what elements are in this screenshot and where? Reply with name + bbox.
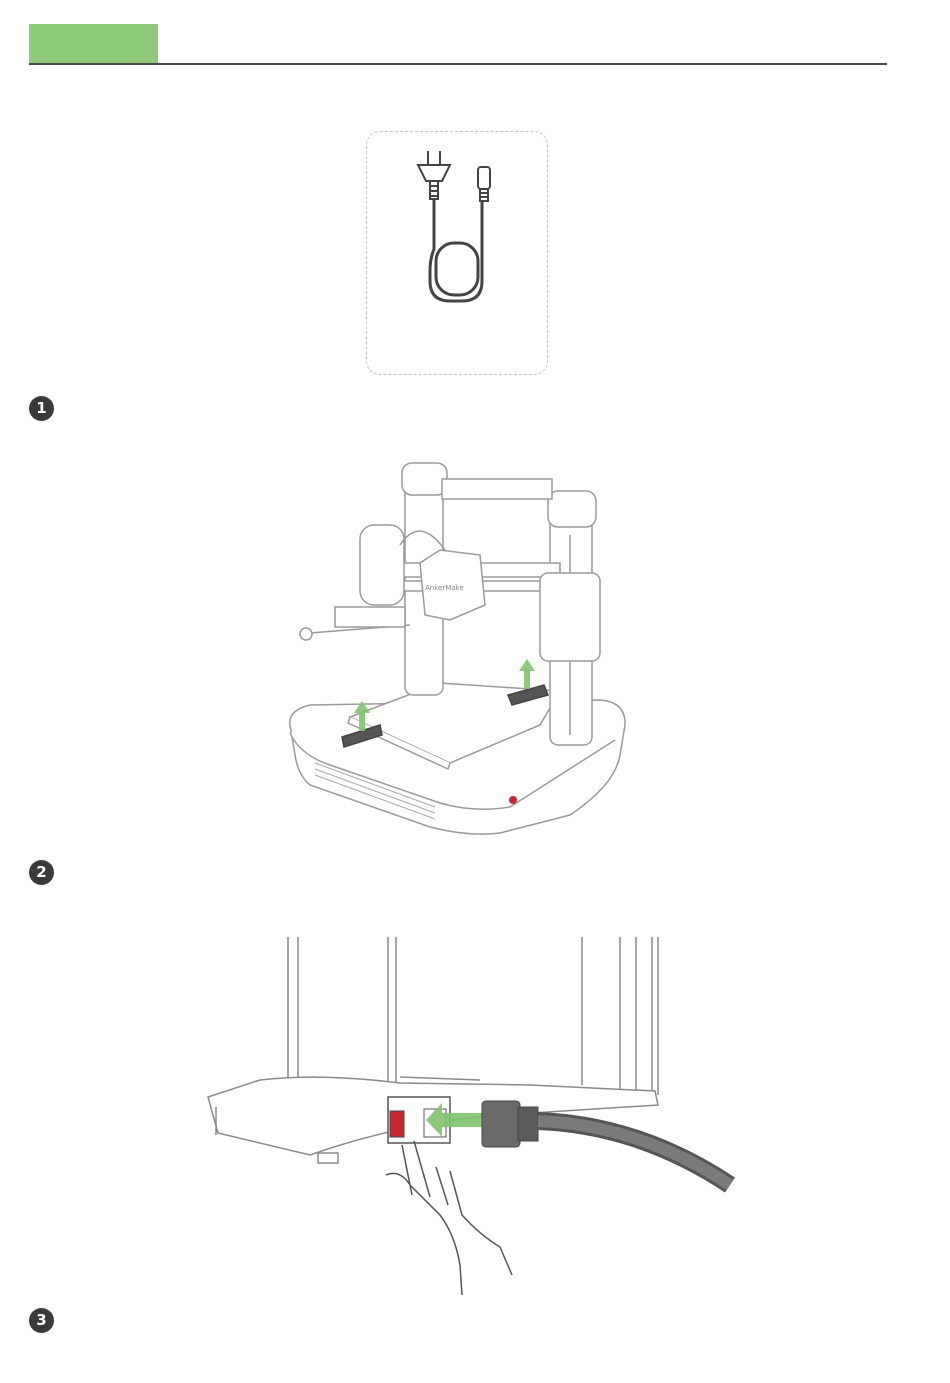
accessory-box [366,131,548,375]
header-accent-tab [29,24,158,64]
power-cord-icon [366,131,548,375]
printer-illustration: AnkerMake [270,455,650,840]
step-1-badge: 1 [29,396,54,421]
header-rule [29,63,887,65]
printer-brand-label: AnkerMake [425,584,464,592]
step-3-badge: 3 [29,1308,54,1333]
step-2-badge: 2 [29,860,54,885]
power-connection-illustration [200,935,740,1300]
